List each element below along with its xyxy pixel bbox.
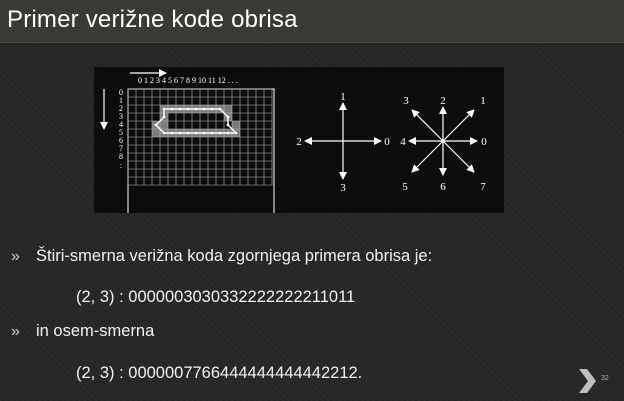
svg-text:2: 2 <box>119 104 123 113</box>
contour-point <box>234 131 238 135</box>
svg-text:0: 0 <box>481 136 487 148</box>
svg-text:1: 1 <box>480 95 486 107</box>
chain-code-figure: 0 1 2 3 4 5 6 7 8 9 10 11 12 . . . 0 1 2… <box>94 67 504 213</box>
slide-number: 32 <box>601 375 609 382</box>
title-bar: Primer verižne kode obrisa <box>0 0 624 43</box>
svg-text:5: 5 <box>402 181 408 193</box>
contour-point <box>186 107 190 111</box>
svg-text:3: 3 <box>340 182 346 194</box>
svg-text:4: 4 <box>119 120 123 129</box>
contour-point <box>186 131 190 135</box>
svg-text:6: 6 <box>119 136 123 145</box>
four-direction-code: (2, 3) : 0000003030332222222211011 <box>76 288 356 306</box>
eight-direction-codes: 3 2 1 4 0 5 6 7 <box>400 95 487 193</box>
contour-point <box>226 131 230 135</box>
svg-text:7: 7 <box>119 144 123 153</box>
svg-text:8: 8 <box>119 152 123 161</box>
contour-point <box>178 131 182 135</box>
svg-text:6: 6 <box>440 181 446 193</box>
svg-text::: : <box>120 161 122 170</box>
contour-point <box>170 131 174 135</box>
four-direction-codes: 1 3 2 0 <box>296 91 390 194</box>
contour-point <box>194 107 198 111</box>
svg-text:1: 1 <box>119 96 123 105</box>
bullet-marker: » <box>11 248 20 265</box>
svg-text:2: 2 <box>440 95 446 107</box>
bullet-marker: » <box>11 323 20 340</box>
bullet-text: in osem-smerna <box>36 322 155 340</box>
pixel-grid <box>127 88 275 213</box>
contour-point <box>226 123 230 127</box>
next-slide-chevron-icon[interactable] <box>577 367 597 400</box>
contour-point <box>162 115 166 119</box>
contour-point <box>226 115 230 119</box>
bullet-text: Štiri-smerna verižna koda zgornjega prim… <box>36 247 433 265</box>
contour-point <box>210 131 214 135</box>
eight-direction-code: (2, 3) : 0000007766444444444442212. <box>76 364 363 382</box>
svg-text:5: 5 <box>119 128 123 137</box>
svg-text:3: 3 <box>403 95 409 107</box>
row-index-labels: 0 1 2 3 4 5 6 7 8 : <box>119 88 123 170</box>
contour-point <box>162 107 166 111</box>
contour-point <box>154 123 158 127</box>
contour-point <box>178 107 182 111</box>
column-index-labels: 0 1 2 3 4 5 6 7 8 9 10 11 12 . . . <box>138 76 238 85</box>
svg-text:4: 4 <box>400 136 406 148</box>
slide-title: Primer verižne kode obrisa <box>7 6 298 33</box>
contour-point <box>202 107 206 111</box>
contour-point <box>218 107 222 111</box>
chain-code-diagram: 0 1 2 3 4 5 6 7 8 9 10 11 12 . . . 0 1 2… <box>100 69 487 213</box>
contour-point <box>210 107 214 111</box>
contour-point <box>162 131 166 135</box>
svg-text:0: 0 <box>119 88 123 97</box>
svg-text:7: 7 <box>480 181 486 193</box>
svg-text:3: 3 <box>119 112 123 121</box>
contour-point <box>218 131 222 135</box>
svg-text:2: 2 <box>296 136 302 148</box>
svg-text:1: 1 <box>340 91 346 103</box>
contour-point <box>170 107 174 111</box>
svg-text:0: 0 <box>384 136 390 148</box>
contour-point <box>194 131 198 135</box>
contour-point <box>202 131 206 135</box>
